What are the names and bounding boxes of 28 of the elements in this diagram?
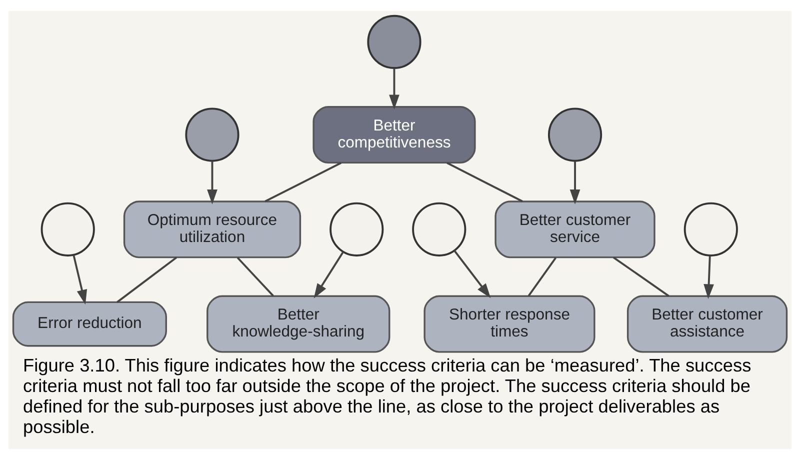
arrow xyxy=(389,68,400,110)
arrow xyxy=(570,160,580,204)
node-circle xyxy=(185,107,240,162)
node-box: Shorter response times xyxy=(424,294,596,352)
arrow xyxy=(704,255,714,298)
node-box: Error reduction xyxy=(12,300,167,346)
connector xyxy=(446,162,523,202)
node-circle xyxy=(40,202,95,256)
connector xyxy=(236,256,274,296)
node-circle xyxy=(684,202,738,256)
node-box: Better customer service xyxy=(494,200,656,258)
caption: Figure 3.10. This figure indicates how the success criteria can be ‘measured’. The success criteria must not fall too far outside the scope of the project. The success criteria should be defined for the sub-purposes just above the line, as close to the project deliverables as possible. xyxy=(22,354,752,437)
arrow xyxy=(454,250,491,298)
node-box: Better customer assistance xyxy=(626,294,788,352)
node-circle xyxy=(548,107,602,162)
node-circle xyxy=(367,14,422,68)
arrow xyxy=(314,250,344,298)
node-circle xyxy=(412,202,466,256)
node-box: Better knowledge-sharing xyxy=(206,294,390,352)
connector xyxy=(264,162,342,202)
connector xyxy=(613,256,670,296)
connector xyxy=(528,256,556,296)
node-box: Better competitiveness xyxy=(312,106,476,163)
node-circle xyxy=(330,202,384,256)
arrow xyxy=(207,160,218,204)
node-box: Optimum resource utilization xyxy=(123,200,302,258)
connector xyxy=(116,256,178,302)
arrow xyxy=(72,254,88,304)
